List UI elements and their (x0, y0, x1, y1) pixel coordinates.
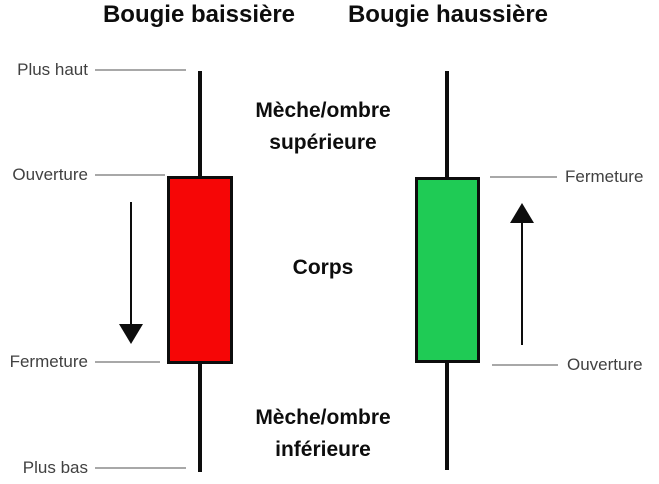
label-high: Plus haut (17, 60, 88, 79)
label-close-bullish: Fermeture (565, 167, 644, 186)
title-bullish-candle: Bougie haussière (347, 1, 549, 28)
leader-line-open-bearish (95, 174, 165, 176)
leader-line-close-bullish (490, 176, 557, 178)
label-low: Plus bas (22, 458, 88, 477)
title-bearish-candle: Bougie baissière (102, 1, 296, 28)
up-arrow-icon (510, 203, 534, 223)
label-open-bearish: Ouverture (12, 165, 88, 184)
annotation-body: Corps (292, 256, 354, 279)
up-arrow-line (521, 221, 523, 345)
leader-line-high (95, 69, 186, 71)
down-arrow-icon (119, 324, 143, 344)
annotation-lower-shadow: Mèche/ombre inférieure (255, 406, 391, 461)
leader-line-close-bearish (95, 361, 160, 363)
label-close-bearish: Fermeture (9, 352, 88, 371)
bullish-candle-body (415, 177, 480, 363)
label-open-bullish: Ouverture (567, 355, 643, 374)
down-arrow-line (130, 202, 132, 325)
leader-line-low (95, 467, 186, 469)
annotation-upper-shadow: Mèche/ombre supérieure (255, 99, 391, 154)
bearish-candle-body (167, 176, 233, 364)
leader-line-open-bullish (492, 364, 558, 366)
